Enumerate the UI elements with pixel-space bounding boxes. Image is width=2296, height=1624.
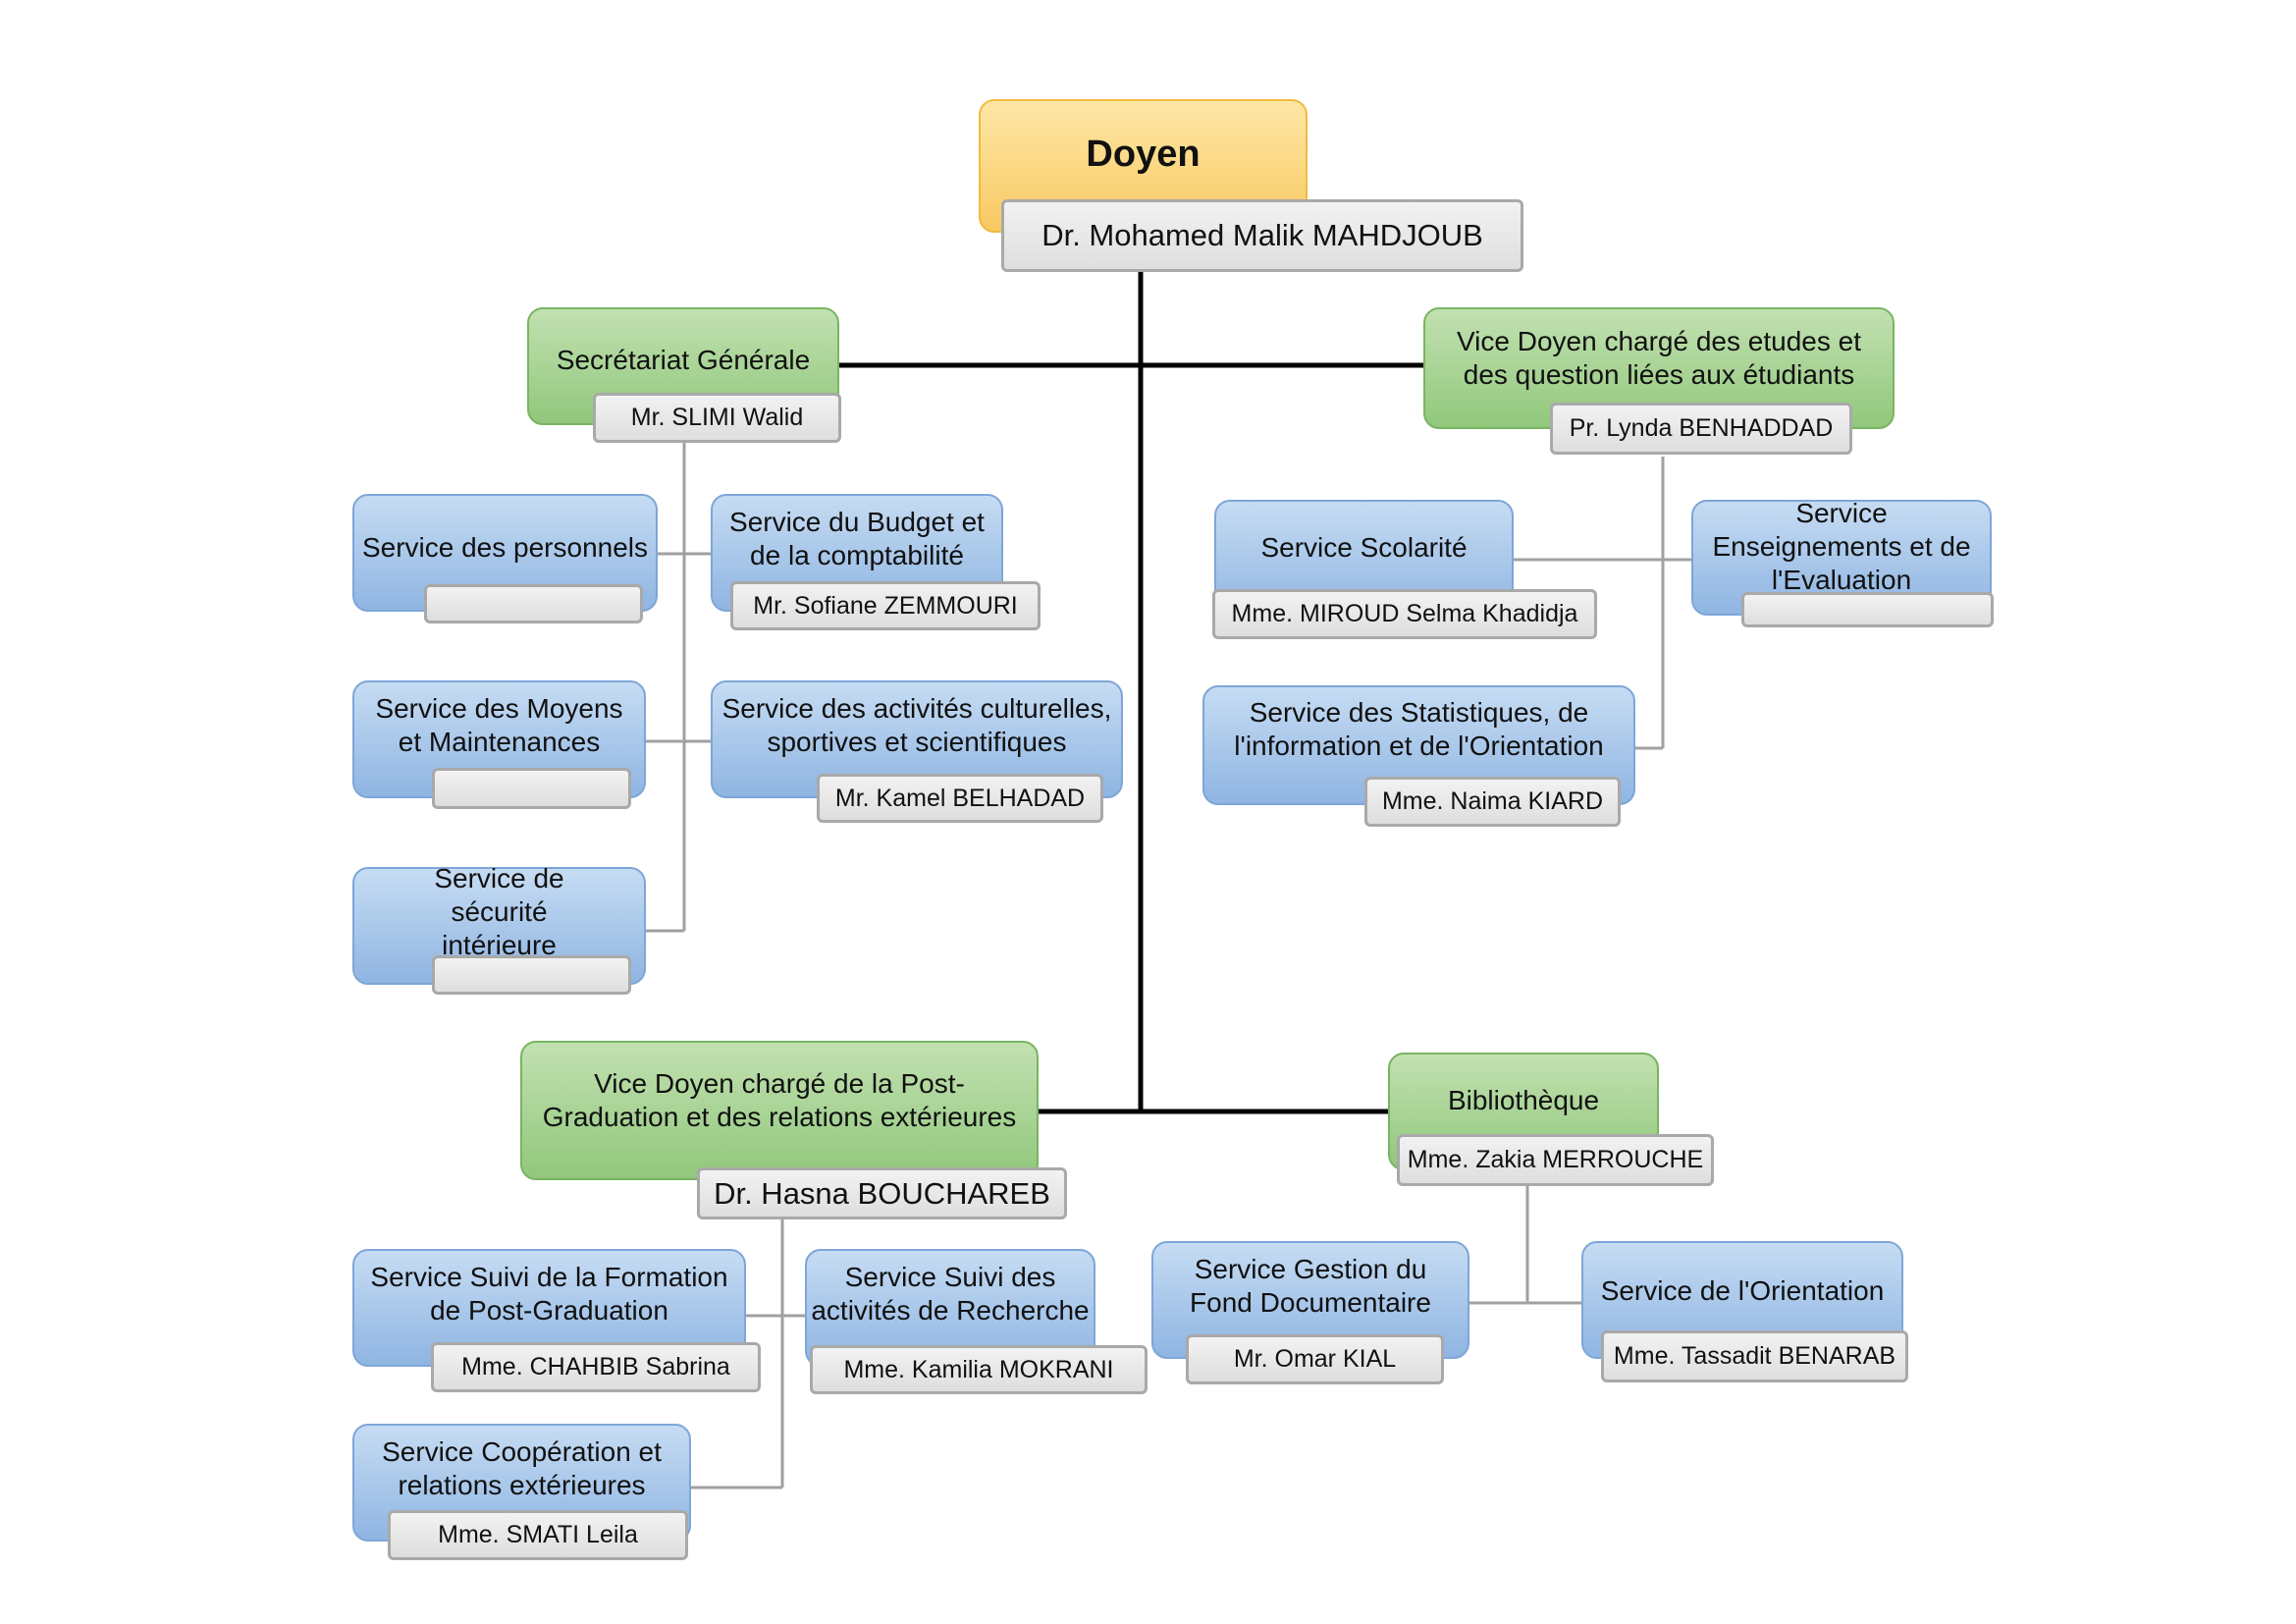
service-title: Service de l'Orientation bbox=[1600, 1275, 1885, 1306]
service-title: Service Suivi de la Formation de Post-Gr… bbox=[370, 1262, 728, 1326]
service-title: Service Gestion du Fond Documentaire bbox=[1190, 1254, 1431, 1318]
service-personnels-name-tag bbox=[424, 584, 643, 623]
service-title: Service du Budget et de la comptabilité bbox=[729, 507, 985, 570]
vd-pg-box: Vice Doyen chargé de la Post-Graduation … bbox=[520, 1041, 1039, 1180]
service-title: Service Scolarité bbox=[1260, 532, 1468, 563]
service-suivi-recherche-name-tag: Mme. Kamilia MOKRANI bbox=[810, 1345, 1148, 1394]
bibliotheque-title: Bibliothèque bbox=[1447, 1085, 1600, 1115]
vd-etudes-name-tag: Pr. Lynda BENHADDAD bbox=[1550, 403, 1852, 455]
secretariat-name-tag: Mr. SLIMI Walid bbox=[593, 393, 841, 443]
service-suivi-formation-name-tag: Mme. CHAHBIB Sabrina bbox=[431, 1342, 761, 1392]
service-enseignements: Service Enseignements et de l'Evaluation bbox=[1691, 498, 1992, 616]
service-statistiques-name-tag: Mme. Naima KIARD bbox=[1364, 777, 1621, 827]
service-title: Service Enseignements et de l'Evaluation bbox=[1712, 498, 1971, 595]
service-cooperation-name-tag: Mme. SMATI Leila bbox=[388, 1510, 688, 1560]
dean-title: Doyen bbox=[1086, 134, 1201, 175]
vd-pg-title: Vice Doyen chargé de la Post-Graduation … bbox=[542, 1068, 1017, 1132]
service-title: Service des Moyens et Maintenances bbox=[375, 693, 623, 757]
bibliotheque-name-tag: Mme. Zakia MERROUCHE bbox=[1397, 1134, 1714, 1186]
vd-etudes-title: Vice Doyen chargé des etudes et des ques… bbox=[1457, 326, 1861, 390]
service-gestion-fond-name-tag: Mr. Omar KIAL bbox=[1186, 1334, 1444, 1384]
service-securite-name-tag bbox=[432, 955, 631, 995]
service-title: Service des activités culturelles, sport… bbox=[721, 693, 1112, 757]
service-budget-name-tag: Mr. Sofiane ZEMMOURI bbox=[730, 581, 1041, 630]
service-title: Service Coopération et relations extérie… bbox=[382, 1436, 662, 1500]
service-orientation-name-tag: Mme. Tassadit BENARAB bbox=[1601, 1330, 1908, 1382]
service-enseignements-name-tag bbox=[1741, 592, 1994, 627]
secretariat-title: Secrétariat Générale bbox=[556, 345, 811, 375]
vd-pg-name-tag: Dr. Hasna BOUCHAREB bbox=[697, 1167, 1067, 1219]
service-moyens-name-tag bbox=[432, 768, 631, 809]
dean-name-tag: Dr. Mohamed Malik MAHDJOUB bbox=[1001, 199, 1523, 272]
service-activites-name-tag: Mr. Kamel BELHADAD bbox=[817, 774, 1103, 823]
service-title: Service des personnels bbox=[361, 532, 649, 563]
service-title: Service Suivi des activités de Recherche bbox=[811, 1262, 1090, 1326]
service-title: Service de sécurité intérieure bbox=[434, 863, 564, 960]
service-title: Service des Statistiques, de l'informati… bbox=[1234, 697, 1604, 761]
service-scolarite-name-tag: Mme. MIROUD Selma Khadidja bbox=[1212, 589, 1597, 639]
